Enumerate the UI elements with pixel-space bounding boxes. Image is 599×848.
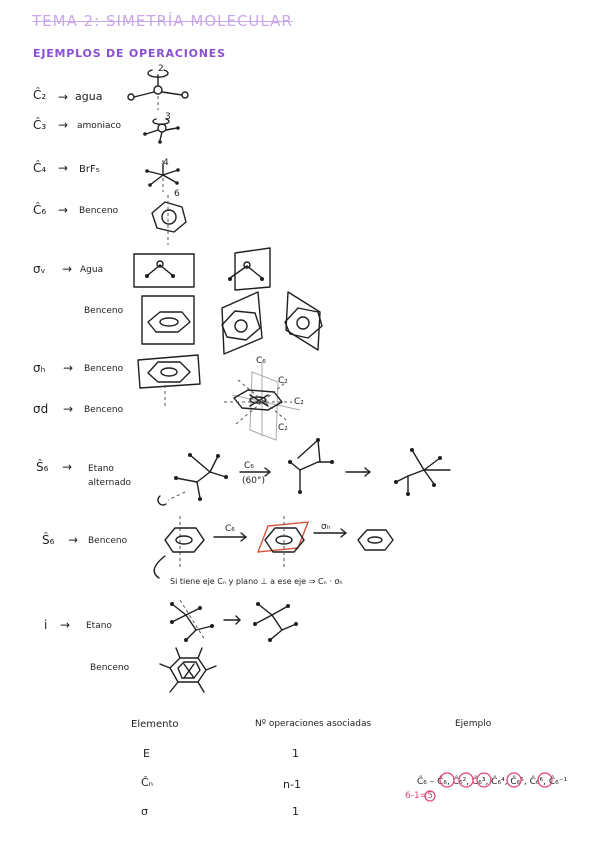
ethane-s6-drawing	[157, 438, 451, 506]
molecule-benceno-sh: Benceno	[84, 364, 124, 374]
benzene-sd-drawing	[224, 362, 301, 441]
molecule-amoniaco: amoniaco	[77, 121, 121, 131]
page-title: TEMA 2: SIMETRÍA MOLECULAR	[32, 12, 293, 30]
arrow-c2: →	[58, 90, 69, 104]
s6b-arrow1-label: C₆	[225, 524, 235, 534]
op-label-sv: σᵥ	[33, 262, 46, 276]
ammonia-c3-drawing	[143, 118, 180, 144]
ethane-i-drawing	[170, 599, 298, 642]
arrow-c4: →	[58, 161, 69, 175]
table-cell-count-e: 1	[292, 747, 299, 760]
arrow-c3: →	[58, 118, 69, 132]
s6-arrow-top: C₆	[244, 461, 254, 471]
arrow-sv: →	[62, 262, 73, 276]
brf5-c4-drawing	[145, 160, 180, 192]
molecule-agua-sv: Agua	[80, 265, 104, 275]
benzene-sv-drawing	[141, 291, 323, 355]
op-label-i: i	[44, 618, 48, 632]
molecule-etano-i: Etano	[86, 621, 112, 631]
table-cell-element-cn: Ĉₙ	[141, 776, 154, 789]
molecule-etano-alternado: Etano alternado	[88, 464, 132, 488]
op-label-s6-etano: Ŝ₆	[36, 460, 49, 474]
op-label-c2: Ĉ₂	[33, 88, 47, 102]
table-header-example: Ejemplo	[455, 719, 492, 729]
op-label-c4: Ĉ₄	[33, 161, 47, 175]
arrow-sd: →	[63, 402, 74, 416]
op-label-c3: Ĉ₃	[33, 118, 47, 132]
c4-axis-label: 4	[163, 158, 169, 168]
benzene-s6-drawing	[153, 516, 394, 579]
table-header-count: Nº operaciones asociadas	[255, 719, 372, 729]
pink-note: 6-1=5	[405, 791, 433, 801]
table-cell-element-e: E	[143, 747, 150, 760]
molecule-benceno-c6: Benceno	[79, 206, 119, 216]
molecule-benceno-s6: Benceno	[88, 536, 128, 546]
pink-highlights	[424, 772, 553, 802]
arrow-s6-etano: →	[62, 460, 73, 474]
molecule-benceno-sd: Benceno	[84, 405, 124, 415]
table-cell-count-sigma: 1	[292, 805, 299, 818]
benzene-sh-drawing	[137, 354, 201, 408]
molecule-brf5: BrF₅	[79, 164, 100, 175]
molecule-benceno-sv: Benceno	[84, 306, 124, 316]
op-label-c6: Ĉ₆	[33, 203, 47, 217]
c6-axis-label: 6	[174, 189, 180, 199]
arrow-c6: →	[58, 203, 69, 217]
op-label-sd: σd	[33, 402, 49, 416]
rule-note: Si tiene eje Cₙ y plano ⊥ a ese eje ⇒ Cₙ…	[170, 577, 343, 586]
c6-top-label: C₆	[256, 356, 266, 366]
arrow-sh: →	[63, 361, 74, 375]
op-label-s6-benceno: Ŝ₆	[42, 533, 55, 547]
benzene-c6-drawing	[151, 195, 187, 245]
benzene-i-drawing	[159, 647, 217, 693]
s6-arrow-bottom: (60°)	[242, 476, 265, 486]
table-header-element: Elemento	[131, 719, 179, 730]
section-subtitle: EJEMPLOS DE OPERACIONES	[33, 47, 226, 60]
water-c2-drawing	[127, 69, 189, 110]
table-cell-element-sigma: σ	[141, 805, 148, 818]
op-label-sh: σₕ	[33, 361, 46, 375]
c3-axis-label: 3	[165, 112, 171, 122]
arrow-i: →	[60, 618, 71, 632]
arrow-s6-benceno: →	[68, 533, 79, 547]
s6b-arrow2-label: σₕ	[321, 522, 331, 532]
c2-label-2: C₂	[294, 397, 304, 407]
c2-axis-label: 2	[158, 64, 164, 74]
molecule-benceno-i: Benceno	[90, 663, 130, 673]
c2-label-1: C₂	[278, 376, 288, 386]
c2-label-3: C₂	[278, 423, 288, 433]
molecule-agua: agua	[75, 90, 103, 103]
water-sv-drawing	[133, 247, 271, 291]
table-cell-count-cn: n-1	[283, 778, 301, 791]
table-cell-example-cn: Ĉ₆ – Ĉ₆, Ĉ₆², Ĉ₆³, Ĉ₆⁴, Ĉ₆⁵, Ĉ₆⁶, Ĉ₆⁻¹	[417, 777, 568, 787]
